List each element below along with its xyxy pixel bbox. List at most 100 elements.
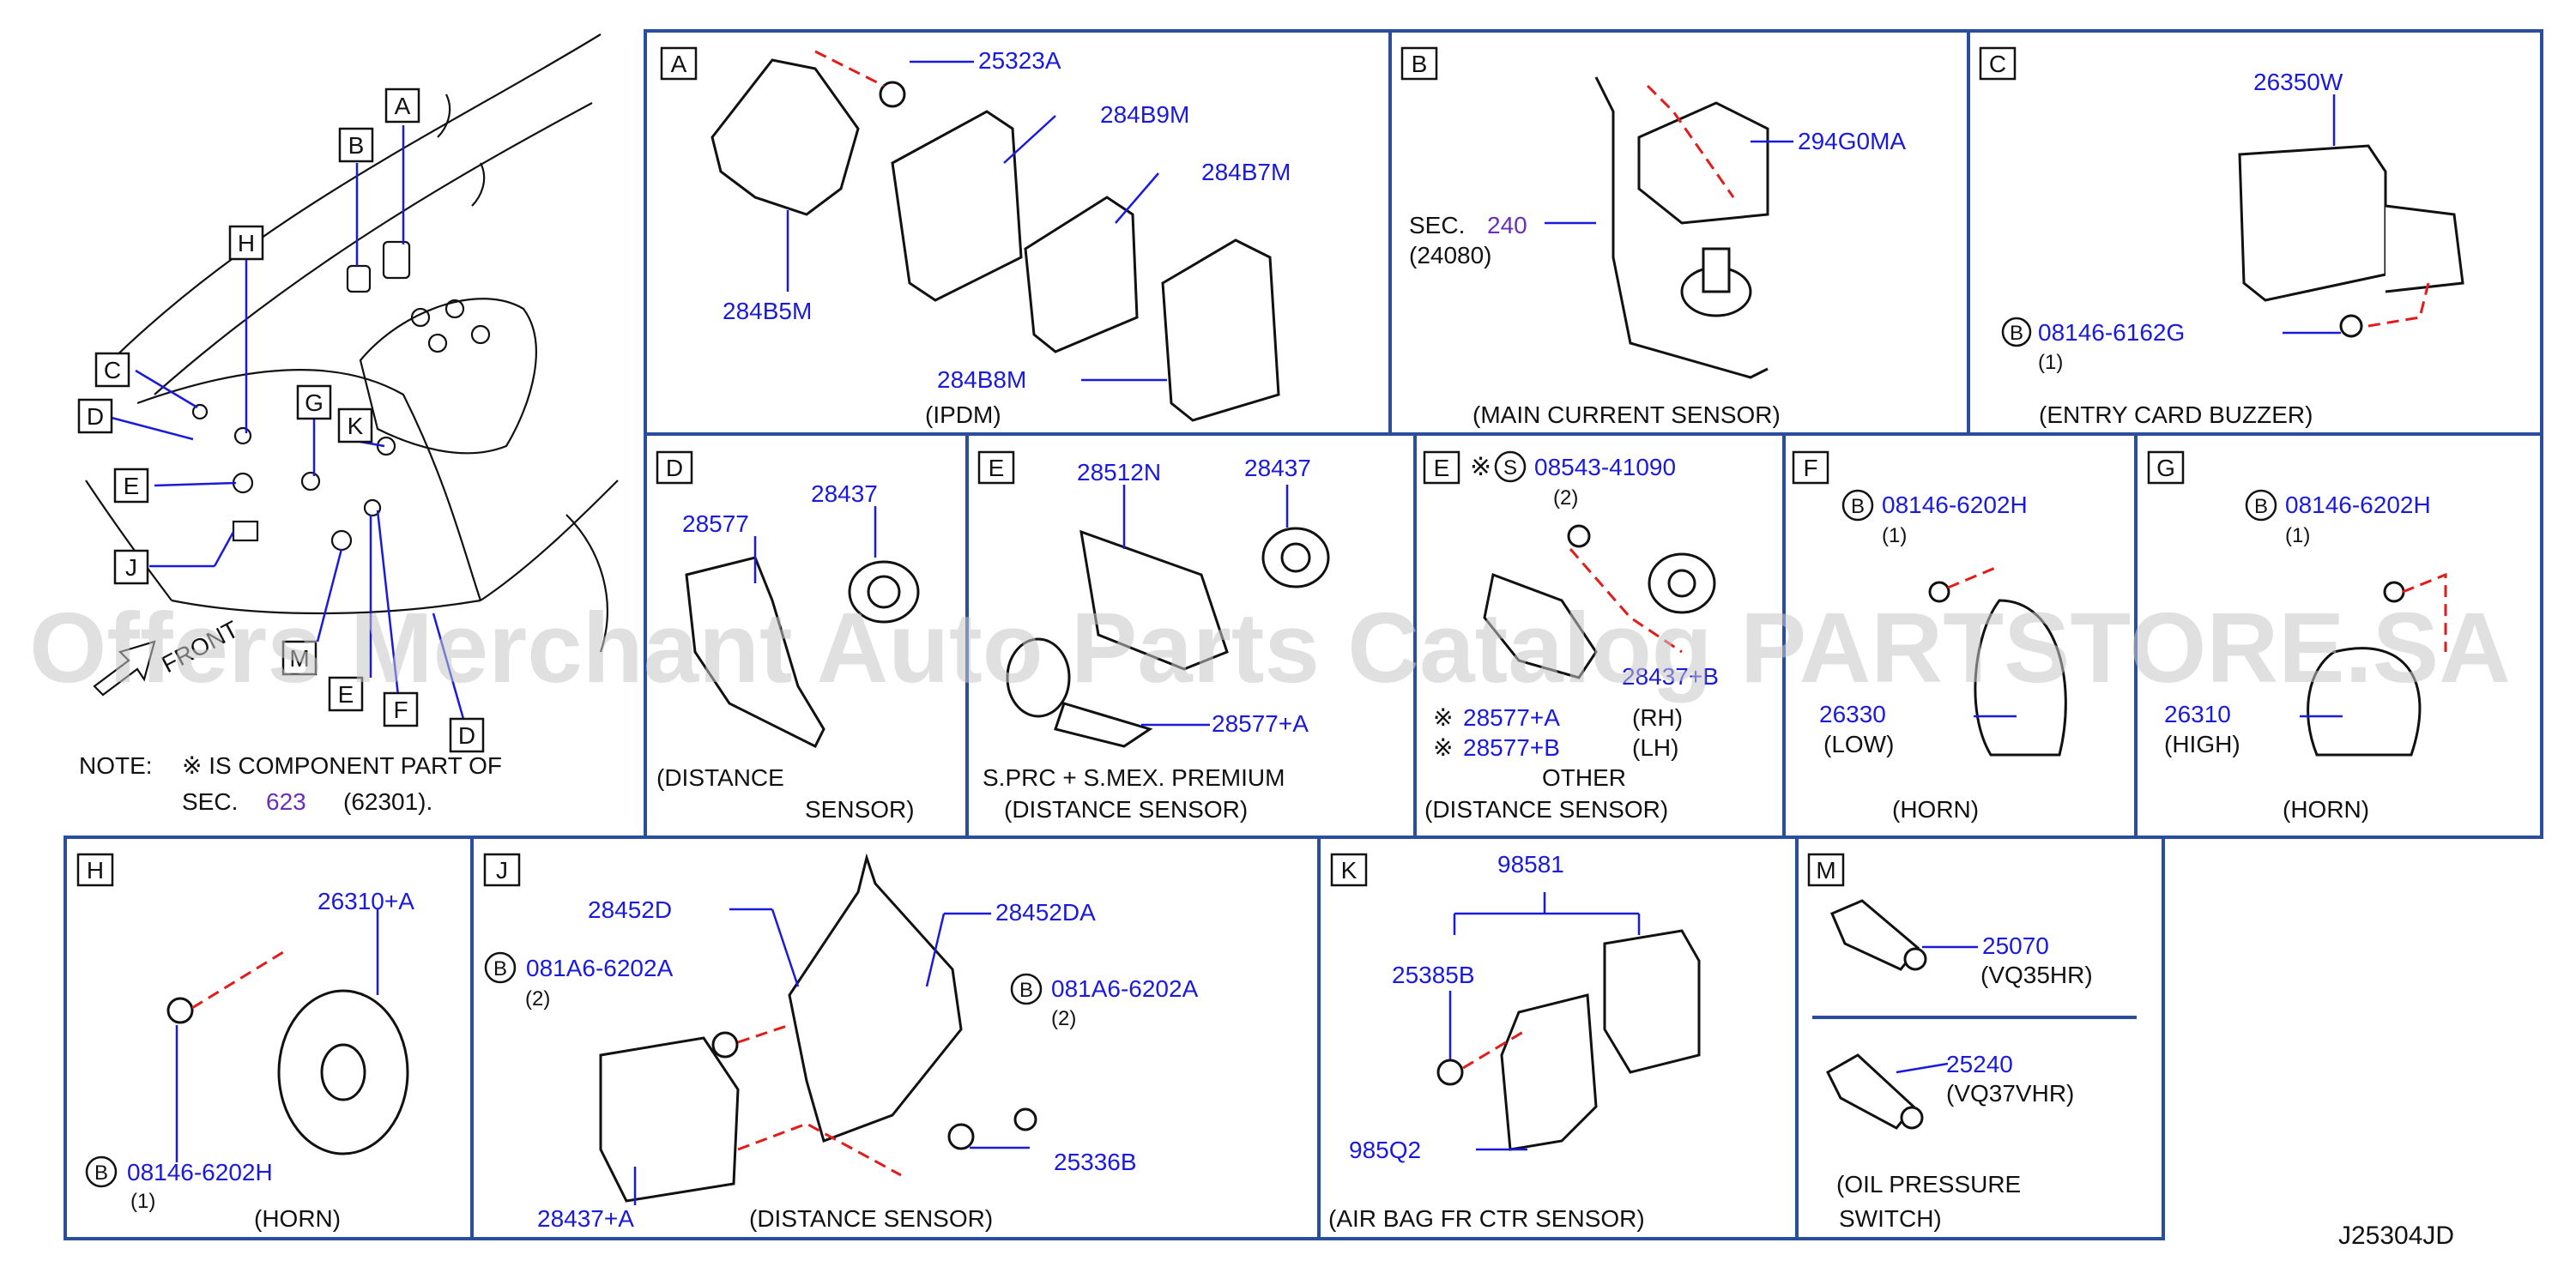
part-note-high: (HIGH) — [2164, 731, 2240, 757]
bolt-08146-6162G[interactable]: 08146-6162G — [2038, 319, 2185, 346]
part-284B7M[interactable]: 284B7M — [1201, 159, 1291, 185]
part-28577+A[interactable]: 28577+A — [1212, 710, 1309, 737]
part-28452DA[interactable]: 28452DA — [995, 899, 1096, 926]
svg-text:J: J — [125, 554, 137, 581]
note-code: (62301). — [343, 788, 432, 815]
part-note-vq35hr: (VQ35HR) — [1980, 962, 2093, 988]
caption-spr-smex: S.PRC + S.MEX. PREMIUM — [983, 764, 1285, 791]
panel-h: H 26310+A B 08146-6202H (1) (HORN) — [76, 853, 414, 1232]
svg-text:M: M — [1816, 857, 1835, 884]
part-25240[interactable]: 25240 — [1946, 1051, 2013, 1077]
part-26310+A[interactable]: 26310+A — [317, 888, 414, 914]
part-985Q2[interactable]: 985Q2 — [1349, 1137, 1421, 1163]
callout-box-H: H — [228, 225, 264, 261]
bolt-symbol-icon: B — [94, 1161, 108, 1185]
panel-c: C 26350W B 08146-6162G (1) (ENTRY CARD B… — [1979, 46, 2464, 428]
caption-distance-sensor: (DISTANCE SENSOR) — [1424, 796, 1668, 823]
part-25323A[interactable]: 25323A — [978, 47, 1061, 74]
callout-box-G: G — [296, 384, 332, 420]
svg-text:G: G — [2156, 455, 2175, 481]
part-28437+A[interactable]: 28437+A — [537, 1205, 634, 1232]
bolt-qty: (1) — [1882, 524, 1907, 547]
part-284B5M[interactable]: 284B5M — [723, 298, 812, 324]
note-sec-link[interactable]: 623 — [266, 788, 306, 815]
part-28437+B[interactable]: 28437+B — [1622, 663, 1719, 690]
bolt-symbol-icon: B — [493, 957, 507, 980]
panel-m: M 25070 (VQ35HR) 25240 (VQ37VHR) (OIL PR… — [1807, 853, 2137, 1232]
part-note-vq37vhr: (VQ37VHR) — [1946, 1080, 2074, 1107]
diagram-code: J25304JD — [2338, 1222, 2454, 1250]
callout-box-C: C — [94, 352, 130, 388]
part-note-low: (LOW) — [1823, 731, 1894, 757]
callout-box-F: F — [383, 691, 419, 727]
callout-box-D2: D — [449, 717, 485, 753]
panel-g: G B 08146-6202H (1) 26310 (HIGH) (HORN) — [2147, 450, 2447, 823]
caption-distance-sensor: (DISTANCE SENSOR) — [1004, 796, 1248, 823]
caption-entry-card-buzzer: (ENTRY CARD BUZZER) — [2039, 401, 2313, 428]
part-28577+B[interactable]: 28577+B — [1463, 734, 1560, 761]
part-26330[interactable]: 26330 — [1819, 701, 1886, 727]
part-26310[interactable]: 26310 — [2164, 701, 2231, 727]
part-98581[interactable]: 98581 — [1497, 851, 1564, 878]
callout-box-J: J — [113, 549, 149, 585]
svg-text:H: H — [238, 230, 255, 256]
svg-text:F: F — [1803, 455, 1817, 481]
bolt-08146-6202H[interactable]: 08146-6202H — [1882, 492, 2028, 518]
note-prefix: NOTE: — [79, 752, 153, 779]
svg-text:E: E — [1434, 455, 1450, 481]
caption-distance: (DISTANCE — [656, 764, 784, 791]
part-28512N[interactable]: 28512N — [1077, 459, 1161, 486]
bolt-qty: (1) — [2285, 524, 2310, 547]
bolt-symbol-icon: S — [1503, 456, 1517, 480]
part-284B8M[interactable]: 284B8M — [937, 366, 1026, 393]
svg-text:D: D — [87, 403, 104, 430]
caption-air-bag-sensor: (AIR BAG FR CTR SENSOR) — [1328, 1205, 1645, 1232]
watermark: Offers Merchant Auto Parts Catalog PARTS… — [29, 592, 2511, 703]
bolt-qty: (2) — [1553, 486, 1578, 510]
part-28452D[interactable]: 28452D — [588, 896, 672, 923]
bolt-08146-6202H[interactable]: 08146-6202H — [2285, 492, 2431, 518]
bolt-08146-6202H[interactable]: 08146-6202H — [127, 1159, 273, 1186]
caption-other: OTHER — [1542, 764, 1626, 791]
caption-switch: SWITCH) — [1839, 1205, 1942, 1232]
svg-text:E: E — [124, 473, 140, 499]
caption-main-current-sensor: (MAIN CURRENT SENSOR) — [1472, 401, 1781, 428]
part-25385B[interactable]: 25385B — [1392, 962, 1475, 988]
note-line-1: ※ IS COMPONENT PART OF — [182, 752, 502, 779]
note-sec: SEC. — [182, 788, 238, 815]
component-mark-icon: ※ — [1433, 704, 1453, 731]
part-294G0MA[interactable]: 294G0MA — [1798, 128, 1906, 154]
panel-e1: E 28512N 28437 28577+A S.PRC + S.MEX. PR… — [977, 450, 1330, 823]
callout-box-A: A — [384, 87, 420, 124]
svg-text:B: B — [348, 132, 365, 159]
bolt-08543-41090[interactable]: 08543-41090 — [1534, 454, 1676, 480]
sec-code: (24080) — [1409, 242, 1492, 268]
svg-text:A: A — [395, 93, 411, 119]
part-26350W[interactable]: 26350W — [2253, 69, 2343, 95]
callout-box-E2: E — [328, 676, 364, 712]
caption-horn: (HORN) — [254, 1205, 341, 1232]
svg-text:E: E — [989, 455, 1005, 481]
callout-box-M: M — [281, 640, 317, 676]
part-284B9M[interactable]: 284B9M — [1100, 101, 1189, 128]
part-28437[interactable]: 28437 — [811, 480, 878, 507]
part-25070[interactable]: 25070 — [1982, 932, 2049, 959]
svg-text:E: E — [338, 681, 354, 708]
bolt-symbol-icon: B — [2254, 495, 2268, 518]
caption-distance-sensor: (DISTANCE SENSOR) — [749, 1205, 993, 1232]
bolt-081A6-6202A[interactable]: 081A6-6202A — [526, 955, 674, 981]
bolt-081A6-6202A[interactable]: 081A6-6202A — [1051, 975, 1199, 1002]
svg-text:F: F — [393, 697, 408, 723]
part-28577+A[interactable]: 28577+A — [1463, 704, 1560, 731]
part-25336B[interactable]: 25336B — [1054, 1149, 1137, 1175]
part-28437[interactable]: 28437 — [1244, 455, 1311, 481]
svg-text:G: G — [305, 389, 324, 416]
part-28577[interactable]: 28577 — [682, 510, 749, 537]
callout-box-D: D — [77, 398, 113, 434]
callout-lines — [111, 125, 465, 720]
panel-frames — [63, 29, 2543, 1240]
bolt-qty: (2) — [1051, 1007, 1076, 1030]
panel-j: J 28452D 28452DA 25336B 28437+A B 081A6-… — [483, 853, 1199, 1232]
sec-link-240[interactable]: 240 — [1487, 212, 1527, 238]
